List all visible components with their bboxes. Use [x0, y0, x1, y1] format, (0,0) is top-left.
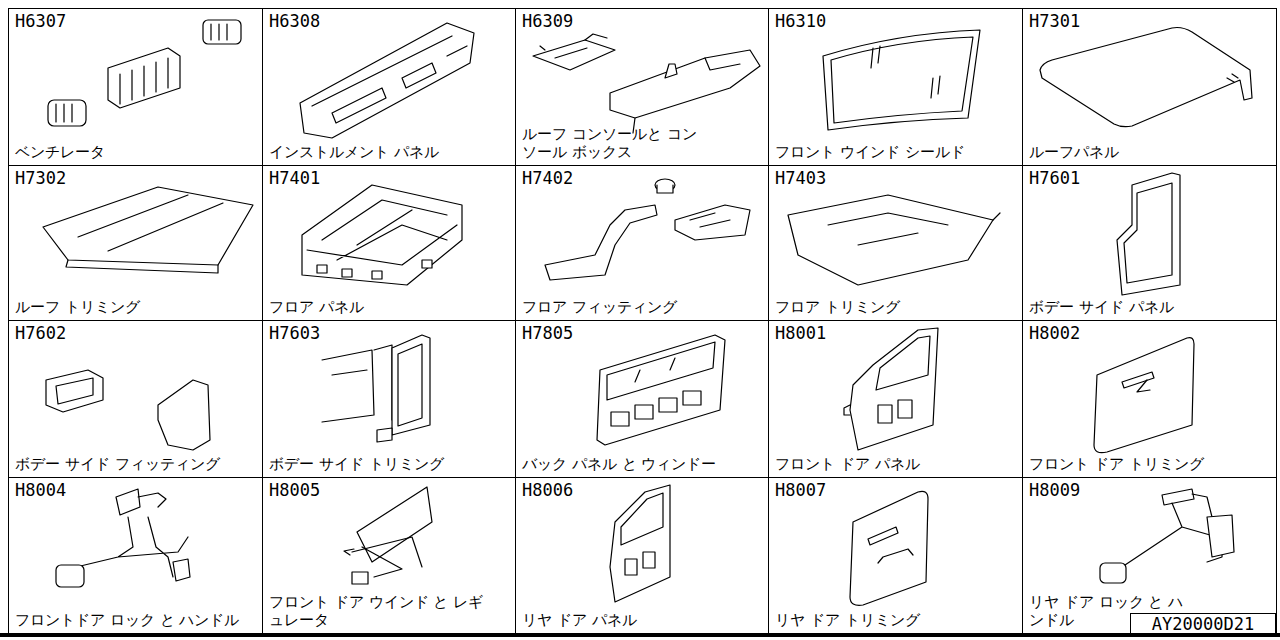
instrument-panel-drawing [300, 23, 474, 138]
body-side-fitting-drawing [46, 370, 210, 450]
catalog-cell: H6307 ベンチレータ [8, 8, 263, 166]
group-code: H7301 [1029, 12, 1270, 32]
rear-door-lock-drawing [1100, 489, 1234, 583]
catalog-cell: H8009リヤ ドア ロック と ハンドル [1022, 477, 1277, 634]
group-code: H7602 [15, 324, 256, 344]
catalog-cell: H8005 フロント ドア ウインド と レギュレータ [262, 477, 516, 634]
group-name: フロア パネル [269, 298, 509, 316]
group-name: ボデー サイド フィッティング [15, 455, 256, 473]
group-code: H7401 [269, 169, 509, 189]
floor-trim-drawing [788, 195, 1000, 285]
body-side-panel-drawing [1117, 173, 1180, 295]
group-code: H8001 [775, 324, 1016, 344]
front-door-panel-drawing [844, 328, 938, 450]
group-code: H8005 [269, 481, 509, 501]
catalog-cell: H7603 ボデー サイド トリミング [262, 320, 516, 478]
catalog-cell: H6309 ルーフ コンソールと コンソール ボックス [515, 8, 769, 166]
group-name: ボデー サイド トリミング [269, 455, 509, 473]
catalog-cell: H8001 フロント ドア パネル [768, 320, 1023, 478]
group-name: ボデー サイド パネル [1029, 298, 1270, 316]
group-code: H6307 [15, 12, 256, 32]
back-panel-drawing [597, 335, 725, 445]
catalog-cell: H7601 ボデー サイド パネル [1022, 165, 1277, 321]
catalog-cell: H6310 フロント ウインド シールド [768, 8, 1023, 166]
catalog-cell: H7602 ボデー サイド フィッティング [8, 320, 263, 478]
group-name: リヤ ドア パネル [522, 611, 762, 629]
group-name: バック パネル と ウィンドー [522, 455, 762, 473]
group-name: ルーフ コンソールと コンソール ボックス [522, 125, 697, 161]
catalog-cell: H8007 リヤ ドア トリミング [768, 477, 1023, 634]
group-code: H7601 [1029, 169, 1270, 189]
group-code: H8002 [1029, 324, 1270, 344]
group-name: ルーフパネル [1029, 143, 1270, 161]
group-code: H7805 [522, 324, 762, 344]
floor-panel-drawing [302, 185, 462, 285]
roof-trim-drawing [43, 187, 253, 273]
drawing-number-box: AY20000D21 [1130, 613, 1276, 634]
catalog-cell: H8006 リヤ ドア パネル [515, 477, 769, 634]
front-window-regulator-drawing [344, 487, 432, 584]
group-code: H7603 [269, 324, 509, 344]
floor-fitting-drawing [545, 179, 750, 280]
roof-panel-drawing [1040, 28, 1252, 127]
group-code: H6308 [269, 12, 509, 32]
catalog-cell: H7402 フロア フィッティング [515, 165, 769, 321]
catalog-cell: H6308 インストルメント パネル [262, 8, 516, 166]
catalog-cell: H7301 ルーフパネル [1022, 8, 1277, 166]
group-code: H6310 [775, 12, 1016, 32]
catalog-cell: H7403 フロア トリミング [768, 165, 1023, 321]
rear-door-panel-drawing [610, 485, 670, 602]
group-code: H7302 [15, 169, 256, 189]
group-name: フロント ドア パネル [775, 455, 1016, 473]
group-code: H7403 [775, 169, 1016, 189]
group-name: フロント ドア トリミング [1029, 455, 1270, 473]
group-name: インストルメント パネル [269, 143, 509, 161]
catalog-cell: H8002 フロント ドア トリミング [1022, 320, 1277, 478]
group-code: H6309 [522, 12, 762, 32]
group-code: H8004 [15, 481, 256, 501]
catalog-cell: H7805 バック パネル と ウィンドー [515, 320, 769, 478]
group-code: H8006 [522, 481, 762, 501]
group-name: フロント ドア ウインド と レギュレータ [269, 593, 484, 629]
group-name: リヤ ドア トリミング [775, 611, 1016, 629]
group-code: H7402 [522, 169, 762, 189]
catalog-cell: H7302 ルーフ トリミング [8, 165, 263, 321]
group-code: H8009 [1029, 481, 1270, 501]
drawing-number: AY20000D21 [1152, 614, 1254, 634]
group-name: フロア フィッティング [522, 298, 762, 316]
body-side-trim-drawing [322, 335, 430, 442]
group-name: フロア トリミング [775, 298, 1016, 316]
catalog-cell: H8004 フロントドア ロック と ハンドル [8, 477, 263, 634]
group-name: ルーフ トリミング [15, 298, 256, 316]
group-code: H8007 [775, 481, 1016, 501]
front-door-lock-drawing [56, 489, 190, 587]
group-name: ベンチレータ [15, 143, 256, 161]
rear-door-trim-drawing [850, 491, 928, 605]
group-name: フロント ウインド シールド [775, 143, 1016, 161]
catalog-cell: H7401 フロア パネル [262, 165, 516, 321]
windshield-drawing [823, 30, 980, 130]
group-name: フロントドア ロック と ハンドル [15, 611, 256, 629]
ventilator-drawing [48, 20, 241, 126]
console-drawing [533, 34, 760, 133]
front-door-trim-drawing [1094, 338, 1194, 453]
